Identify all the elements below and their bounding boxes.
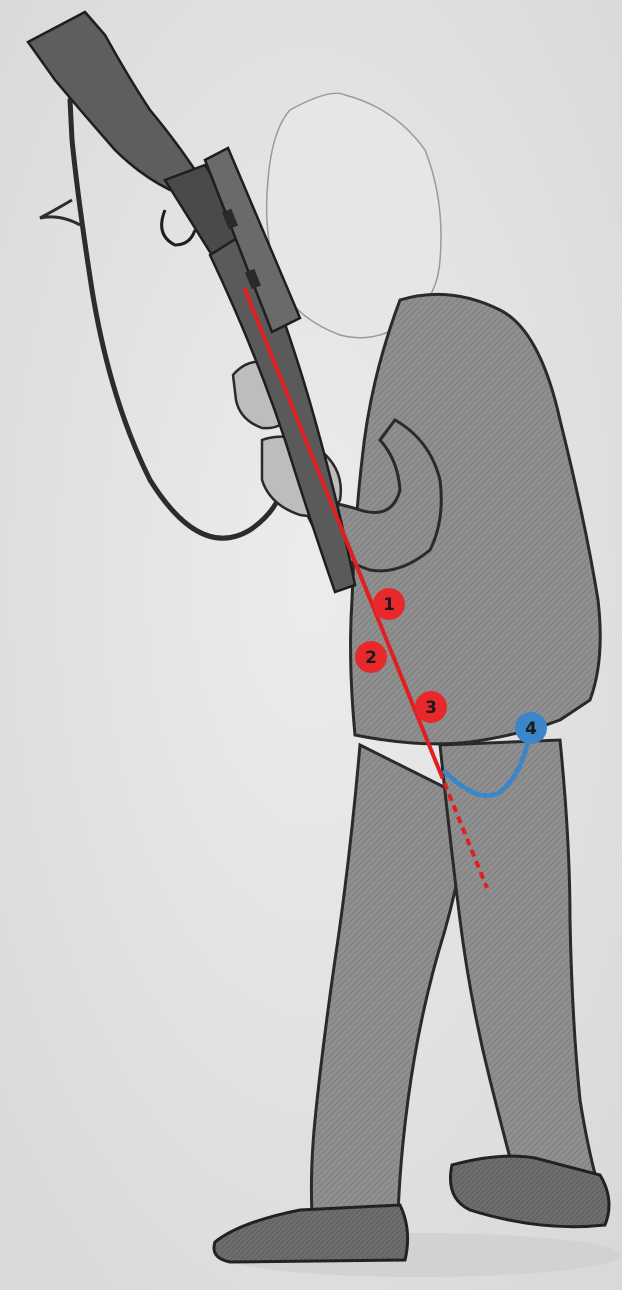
marker-1: 1	[373, 588, 405, 620]
marker-2: 2	[355, 641, 387, 673]
marker-1-label: 1	[383, 595, 395, 615]
marker-4: 4	[515, 712, 547, 744]
marker-3: 3	[415, 691, 447, 723]
marker-2-label: 2	[365, 648, 377, 668]
marker-3-label: 3	[425, 698, 437, 718]
marker-4-label: 4	[525, 719, 537, 739]
